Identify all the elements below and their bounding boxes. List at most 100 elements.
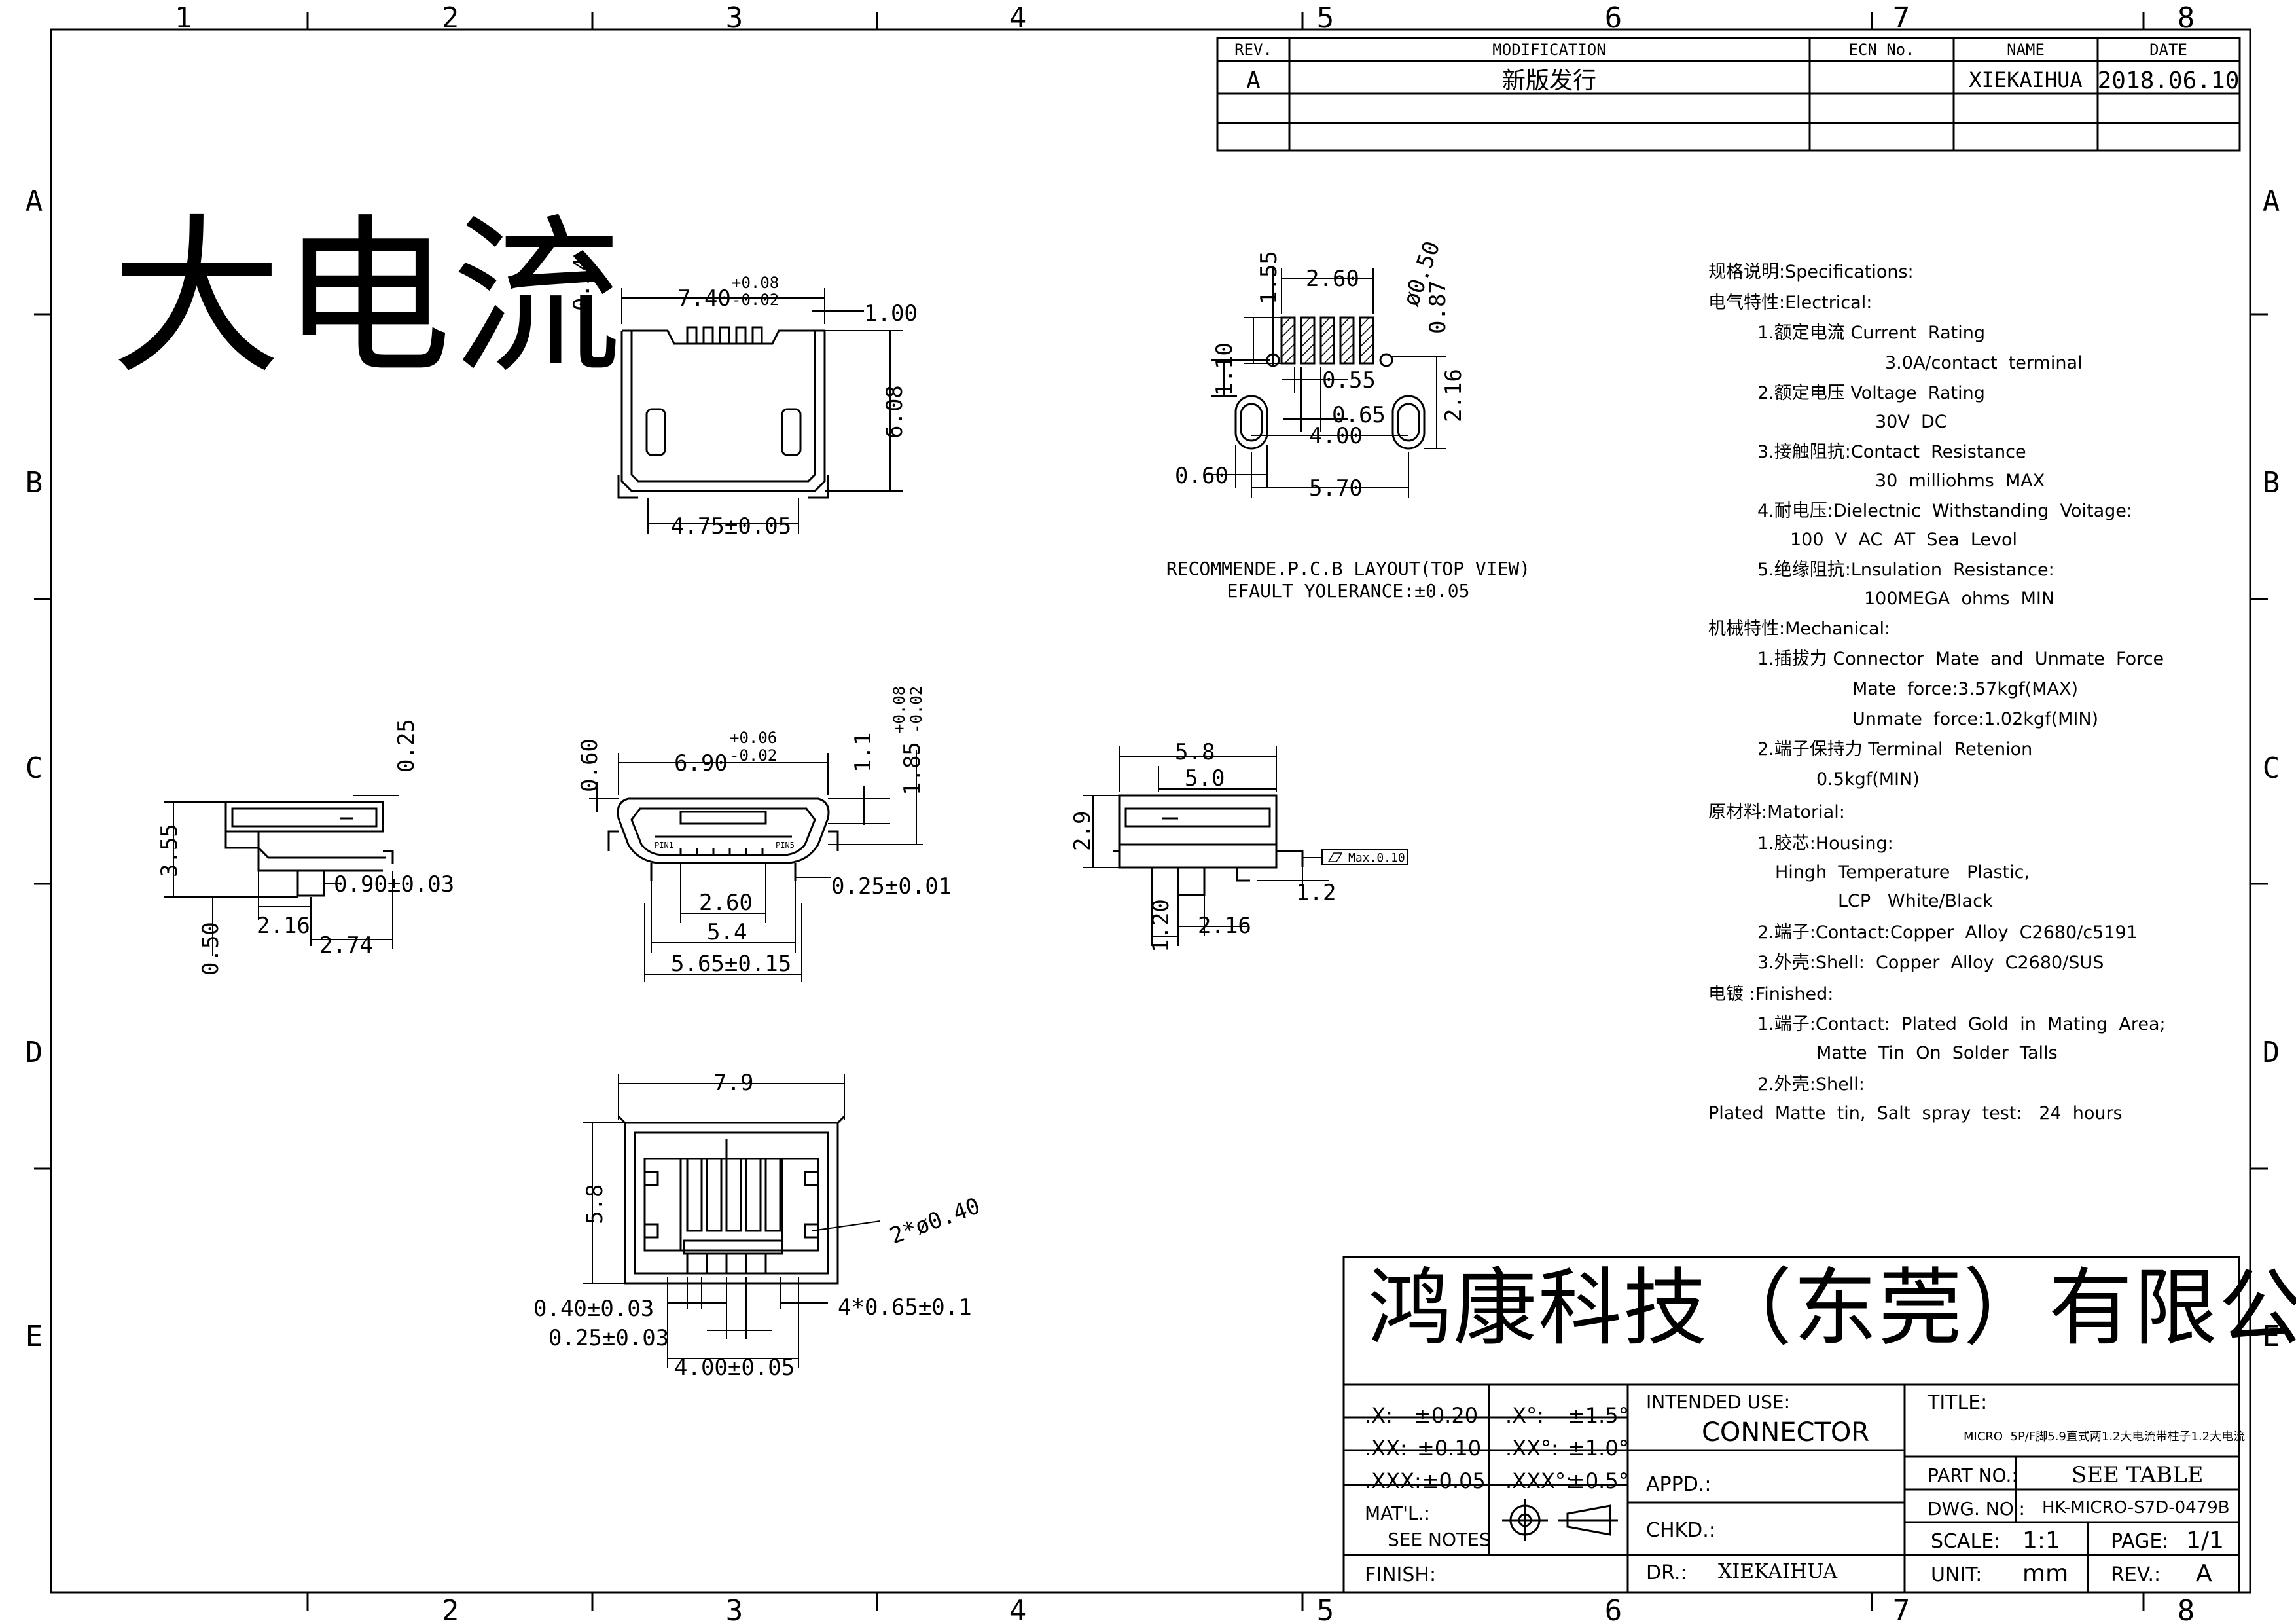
tol-xxxa-value: ±0.5° <box>1568 1468 1629 1493</box>
dim-sl-0-90: 0.90±0.03 <box>334 871 454 898</box>
row-label-a-right: A <box>2263 185 2280 218</box>
col-label-4-bottom: 4 <box>1009 1594 1027 1623</box>
top-view-dims <box>621 288 903 534</box>
dim-sr-5-0: 5.0 <box>1185 765 1225 792</box>
spec-mt2: 2.端子:Contact:Copper Alloy C2680/c5191 <box>1757 922 2138 943</box>
rev-value: A <box>2196 1560 2212 1587</box>
spec-f2b: Plated Matte tin, Salt spray test: 24 ho… <box>1708 1103 2123 1123</box>
row-label-c: C <box>26 752 43 785</box>
bottom-view <box>617 1115 846 1285</box>
front-pin5-label: PIN5 <box>776 841 795 850</box>
spec-e4v: 100 V AC AT Sea Levol <box>1790 530 2018 550</box>
spec-m1a: Mate force:3.57kgf(MAX) <box>1852 679 2079 699</box>
big-title: 大电流 <box>111 200 622 397</box>
pcb-caption-1: RECOMMENDE.P.C.B LAYOUT(TOP VIEW) <box>1166 558 1530 579</box>
dim-bv-4-00: 4.00±0.05 <box>674 1355 795 1381</box>
unit-value: mm <box>2022 1560 2069 1587</box>
dim-front-5-65: 5.65±0.15 <box>671 951 791 977</box>
spec-mt1a: Hingh Temperature Plastic, <box>1775 862 2030 883</box>
col-label-5-bottom: 5 <box>1317 1594 1335 1623</box>
dim-pcb-0-60: 0.60 <box>1175 463 1229 489</box>
dim-top-1-00: 1.00 <box>864 301 918 327</box>
tol-xa-label: .X°: <box>1505 1403 1544 1428</box>
appd-label: APPD.: <box>1646 1473 1712 1496</box>
row-label-b-right: B <box>2263 466 2280 500</box>
pcb-dims <box>1204 268 1446 498</box>
spec-m1: 1.插拔力 Connector Mate and Unmate Force <box>1757 649 2164 669</box>
tol-xxa-value: ±1.0° <box>1568 1436 1629 1461</box>
dim-front-0-25: 0.25±0.01 <box>831 873 952 900</box>
row-label-c-right: C <box>2263 752 2280 785</box>
dr-label: DR.: <box>1646 1561 1687 1584</box>
dwg-no-label: DWG. NO.: <box>1928 1498 2025 1520</box>
dim-front-tol-upper: +0.06 <box>730 729 777 747</box>
matl-label: MAT'L.: <box>1365 1503 1430 1524</box>
front-view <box>607 797 839 881</box>
dim-front-1-85-tol-upper: +0.08 <box>890 686 908 733</box>
top-view-outline <box>617 326 829 499</box>
page-label: PAGE: <box>2111 1530 2169 1553</box>
col-label-1: 1 <box>175 1 192 35</box>
dim-bv-0-25: 0.25±0.03 <box>548 1325 669 1351</box>
spec-mechanical: 机械特性:Mechanical: <box>1708 619 1891 639</box>
spec-e1: 1.额定电流 Current Rating <box>1757 323 1985 343</box>
tol-x-label: .X: <box>1365 1403 1393 1428</box>
col-label-2-bottom: 2 <box>442 1594 459 1623</box>
dim-sl-0-25: 0.25 <box>393 719 420 773</box>
dim-pcb-4-00: 4.00 <box>1309 423 1363 449</box>
side-view-right <box>1113 794 1304 896</box>
col-label-8: 8 <box>2178 1 2195 35</box>
col-label-6-bottom: 6 <box>1605 1594 1623 1623</box>
title-value: MICRO 5P/F脚5.9直式两1.2大电流带柱子1.2大电流 <box>1964 1430 2246 1444</box>
dim-front-1-85: 1.85 <box>899 742 925 795</box>
pcb-caption-2: EFAULT YOLERANCE:±0.05 <box>1227 580 1470 602</box>
spec-e2: 2.额定电压 Voltage Rating <box>1757 383 1985 403</box>
spec-m1b: Unmate force:1.02kgf(MIN) <box>1852 709 2099 729</box>
row-label-d: D <box>26 1036 43 1069</box>
col-label-5: 5 <box>1317 1 1335 35</box>
spec-electrical: 电气特性:Electrical: <box>1708 293 1873 313</box>
rev-header-modification: MODIFICATION <box>1492 41 1605 59</box>
spec-mt3: 3.外壳:Shell: Copper Alloy C2680/SUS <box>1757 953 2104 973</box>
intended-use-label: INTENDED USE: <box>1646 1391 1791 1413</box>
spec-m2: 2.端子保持力 Terminal Retenion <box>1757 739 2033 759</box>
unit-label: UNIT: <box>1931 1563 1982 1586</box>
spec-e3v: 30 milliohms MAX <box>1875 471 2045 491</box>
dim-front-2-60: 2.60 <box>699 890 753 916</box>
scale-value: 1:1 <box>2022 1527 2060 1554</box>
dim-bv-5-8: 5.8 <box>582 1184 608 1224</box>
intended-use-value: CONNECTOR <box>1702 1417 1870 1448</box>
spec-e2v: 30V DC <box>1875 412 1947 432</box>
spec-mt1b: LCP White/Black <box>1838 891 1993 911</box>
pcb-layout <box>1234 316 1426 450</box>
dim-sl-2-16: 2.16 <box>257 913 310 939</box>
tol-xxx: .XXX:±0.05 <box>1365 1468 1486 1493</box>
col-label-2: 2 <box>442 1 459 35</box>
dim-bv-holes: 2*ø0.40 <box>886 1193 983 1250</box>
flatness-label: Max.0.10 <box>1348 851 1405 865</box>
row-label-a: A <box>26 185 43 218</box>
col-label-7-bottom: 7 <box>1893 1594 1910 1623</box>
tol-xxxa-label: .XXX°: <box>1505 1468 1573 1493</box>
dim-pcb-2-16: 2.16 <box>1441 369 1467 422</box>
dim-pcb-0-65: 0.65 <box>1332 402 1386 428</box>
dim-bv-pitch: 4*0.65±0.1 <box>838 1294 972 1321</box>
rev-header-name: NAME <box>2007 41 2045 59</box>
col-label-3: 3 <box>726 1 744 35</box>
dim-pcb-5-70: 5.70 <box>1309 475 1363 501</box>
revision-table <box>1216 37 2241 152</box>
finish-label: FINISH: <box>1365 1563 1437 1586</box>
spec-finished: 电镀 :Finished: <box>1708 984 1834 1004</box>
part-no-label: PART NO.: <box>1928 1465 2018 1486</box>
spec-e5: 5.绝缘阻抗:Lnsulation Resistance: <box>1757 560 2054 580</box>
col-label-4: 4 <box>1009 1 1027 35</box>
col-label-3-bottom: 3 <box>726 1594 744 1623</box>
spec-material: 原材料:Matorial: <box>1708 802 1845 822</box>
title-block <box>1342 1256 2240 1594</box>
side-view-right-dims <box>1083 746 1408 946</box>
row-label-e: E <box>26 1320 43 1353</box>
dim-sr-5-8: 5.8 <box>1175 739 1215 765</box>
matl-value: SEE NOTES <box>1388 1529 1491 1550</box>
spec-e4: 4.耐电压:Dielectnic Withstanding Voitage: <box>1757 501 2132 521</box>
side-view-left-dims <box>164 795 399 956</box>
